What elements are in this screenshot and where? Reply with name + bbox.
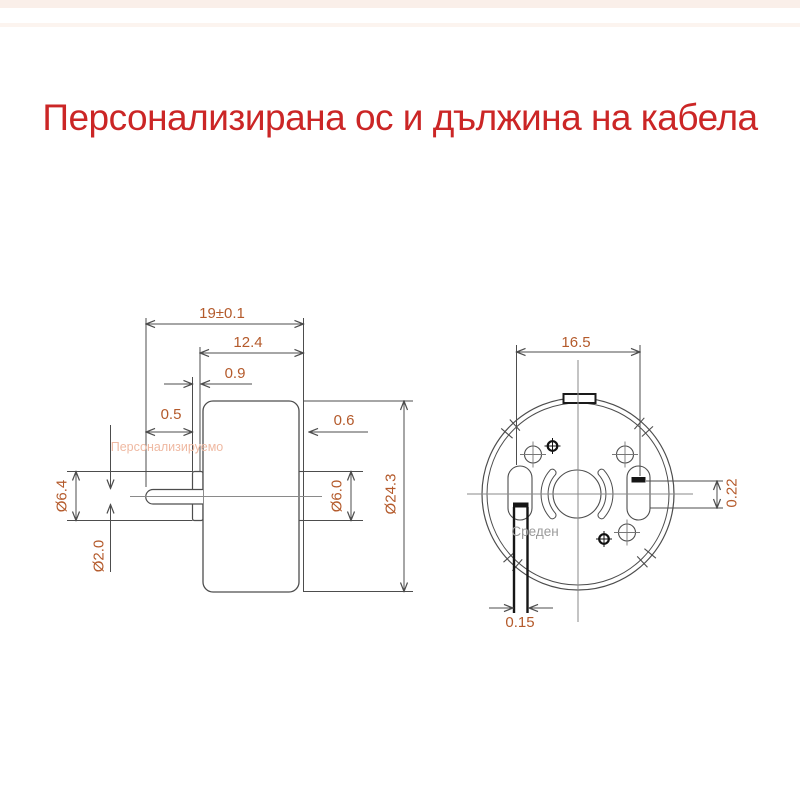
alignment-mark [544,438,561,454]
middle-label: Среден [511,524,558,539]
page-title: Персонализирана ос и дължина на кабела [42,97,758,138]
dim-front-boss-diameter: Ø6.4 [54,480,71,513]
customizable-label: Персонализируемо [111,440,224,454]
top-accent-strip [0,0,800,8]
terminal-bar-left [513,502,529,508]
dim-front-boss-length: 0.9 [225,365,246,382]
rear-hub [298,470,304,522]
brush-arc-left [540,468,557,520]
side-view: 19±0.1 12.4 0.9 0.5 0.6 Ø6.4 [54,305,413,593]
mounting-hole [520,441,546,468]
brush-arc-right [597,468,614,520]
mounting-holes [520,441,640,546]
end-view: 16.5 0.22 0.15 Среден [467,334,741,631]
dim-shaft-exposed: 0.5 [161,406,182,423]
dim-body-diameter: Ø24.3 [383,474,400,515]
dim-rear-hub-length: 0.6 [334,412,355,429]
terminal-slot-right [626,465,651,521]
dim-wire-gap: 0.15 [505,614,534,631]
dim-terminal-span: 16.5 [561,334,590,351]
dim-total-length: 19±0.1 [199,305,245,322]
alignment-mark [596,531,612,547]
top-accent-strip-2 [0,23,800,27]
mounting-hole [612,441,638,468]
mounting-hole [614,519,640,546]
dim-shaft-diameter: Ø2.0 [91,540,108,573]
dim-body-length: 12.4 [233,334,262,351]
dim-rear-hub-diameter: Ø6.0 [329,480,346,513]
cable-tab [562,393,597,404]
terminal-bar-right [631,477,646,483]
wires [512,507,529,613]
dim-terminal-thickness: 0.22 [724,478,741,507]
